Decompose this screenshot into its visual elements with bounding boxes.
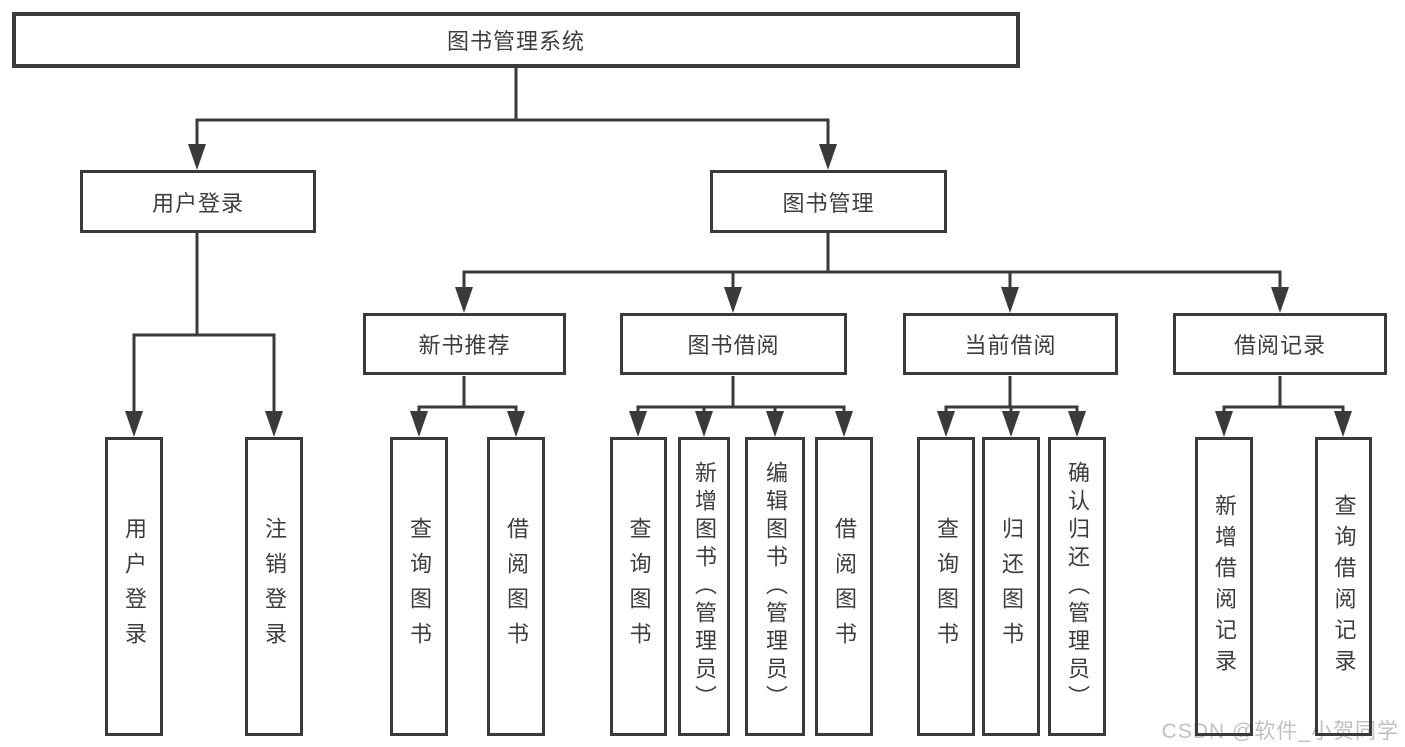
leaf-logout: 注销登录 — [245, 437, 303, 736]
arrowhead-icon — [410, 411, 428, 437]
connector-borrow-records-group — [1222, 376, 1345, 414]
node-book-borrow-label: 图书借阅 — [687, 333, 780, 358]
leaf-query-borrow-record-label: 查询借阅记录 — [1331, 493, 1357, 680]
arrowhead-icon — [1001, 287, 1019, 313]
leaf-add-book-admin: 新增图书（管理员） — [678, 437, 730, 736]
node-root: 图书管理系统 — [12, 12, 1020, 68]
node-user-login-label: 用户登录 — [151, 190, 244, 216]
arrowhead-icon — [1068, 411, 1086, 437]
node-book-management: 图书管理 — [710, 170, 947, 233]
leaf-borrow-borrow-books: 借阅图书 — [815, 437, 873, 736]
node-book-management-label: 图书管理 — [782, 190, 875, 216]
node-new-book-recommend-label: 新书推荐 — [418, 333, 511, 358]
connector-new-book-group — [417, 376, 518, 414]
arrowhead-icon — [455, 287, 473, 313]
node-root-label: 图书管理系统 — [446, 29, 585, 54]
leaf-confirm-return-admin: 确认归还（管理员） — [1048, 437, 1106, 736]
node-borrow-records-label: 借阅记录 — [1233, 333, 1326, 358]
arrowhead-icon — [507, 411, 525, 437]
leaf-logout-label: 注销登录 — [262, 516, 287, 657]
leaf-borrow-query-books: 查询图书 — [610, 437, 667, 736]
leaf-confirm-return-admin-label: 确认归还（管理员） — [1065, 460, 1090, 713]
leaf-newrec-query-books: 查询图书 — [390, 437, 448, 736]
leaf-user-login-label: 用户登录 — [122, 516, 147, 657]
leaf-edit-book-admin-label: 编辑图书（管理员） — [763, 460, 788, 713]
leaf-return-books-label: 归还图书 — [999, 516, 1024, 657]
leaf-newrec-borrow-books-label: 借阅图书 — [504, 516, 529, 657]
arrowhead-icon — [937, 411, 955, 437]
leaf-newrec-query-books-label: 查询图书 — [407, 516, 432, 657]
leaf-newrec-borrow-books: 借阅图书 — [487, 437, 545, 736]
leaf-add-book-admin-label: 新增图书（管理员） — [692, 460, 717, 713]
arrowhead-icon — [1002, 411, 1020, 437]
node-current-borrow: 当前借阅 — [903, 313, 1118, 375]
connector-arrowheads — [125, 144, 1352, 437]
arrowhead-icon — [1334, 411, 1352, 437]
arrowhead-icon — [766, 411, 784, 437]
leaf-edit-book-admin: 编辑图书（管理员） — [745, 437, 805, 736]
leaf-add-borrow-record: 新增借阅记录 — [1195, 437, 1253, 736]
node-current-borrow-label: 当前借阅 — [964, 333, 1057, 358]
leaf-query-borrow-record: 查询借阅记录 — [1315, 437, 1372, 736]
connector-book-management-branch — [462, 233, 1282, 290]
connector-lines — [132, 68, 1345, 414]
connector-user-login-branch — [132, 233, 276, 414]
arrowhead-icon — [125, 411, 143, 437]
arrowhead-icon — [819, 144, 837, 170]
leaf-current-query-books-label: 查询图书 — [934, 516, 959, 657]
arrowhead-icon — [265, 411, 283, 437]
arrowhead-icon — [629, 411, 647, 437]
node-borrow-records: 借阅记录 — [1173, 313, 1387, 375]
leaf-add-borrow-record-label: 新增借阅记录 — [1212, 493, 1237, 680]
node-user-login: 用户登录 — [80, 170, 316, 233]
arrowhead-icon — [1215, 411, 1233, 437]
leaf-current-query-books: 查询图书 — [917, 437, 975, 736]
leaf-user-login: 用户登录 — [105, 437, 163, 736]
leaf-return-books: 归还图书 — [982, 437, 1040, 736]
connector-root-to-level2 — [195, 68, 830, 147]
arrowhead-icon — [835, 411, 853, 437]
connector-current-borrow-group — [944, 376, 1079, 414]
arrowhead-icon — [188, 144, 206, 170]
arrowhead-icon — [695, 411, 713, 437]
leaf-borrow-borrow-books-label: 借阅图书 — [832, 516, 857, 657]
watermark: CSDN @软件_小贺同学 — [1161, 720, 1399, 743]
arrowhead-icon — [1271, 287, 1289, 313]
connector-book-borrow-group — [636, 376, 846, 414]
node-new-book-recommend: 新书推荐 — [363, 313, 566, 375]
leaf-borrow-query-books-label: 查询图书 — [626, 516, 652, 657]
node-book-borrow: 图书借阅 — [620, 313, 847, 375]
arrowhead-icon — [724, 287, 742, 313]
